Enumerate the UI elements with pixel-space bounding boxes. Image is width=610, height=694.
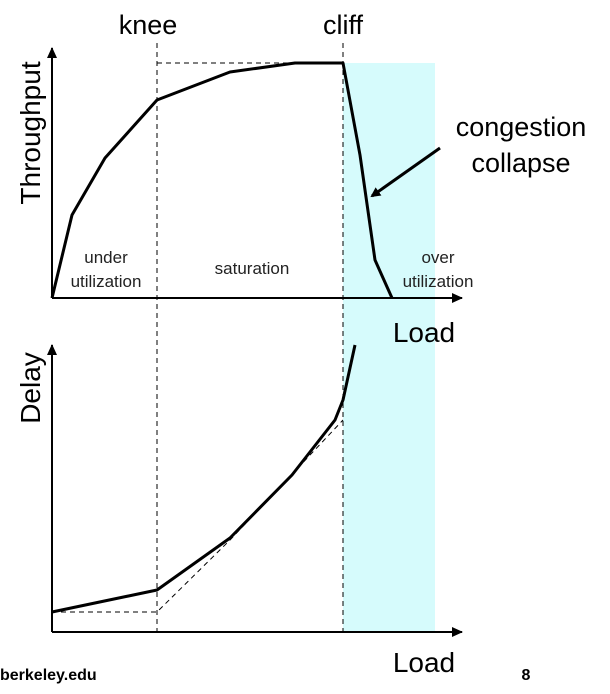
congestion-arrow (370, 146, 441, 198)
under-utilization-label-line2: utilization (71, 272, 142, 291)
load-axis-label-top: Load (393, 317, 455, 348)
over-utilization-label-line1: over (421, 248, 454, 267)
footer-source: berkeley.edu (0, 667, 97, 684)
cliff-label: cliff (323, 10, 364, 40)
overload-region (343, 63, 435, 632)
knee-label: knee (119, 10, 178, 40)
congestion-label-line1: congestion (456, 112, 587, 142)
under-utilization-label-line1: under (84, 248, 128, 267)
throughput-curve (50, 61, 394, 299)
load-axis-label-bottom: Load (393, 647, 455, 678)
delay-curve (51, 344, 357, 614)
saturation-label: saturation (215, 259, 290, 278)
delay-dashed-guide (52, 419, 344, 613)
delay-axis-label: Delay (15, 352, 46, 424)
congestion-label-line2: collapse (471, 148, 570, 178)
page-number: 8 (522, 667, 531, 684)
throughput-axis-label: Throughput (15, 61, 46, 204)
over-utilization-label-line2: utilization (403, 272, 474, 291)
